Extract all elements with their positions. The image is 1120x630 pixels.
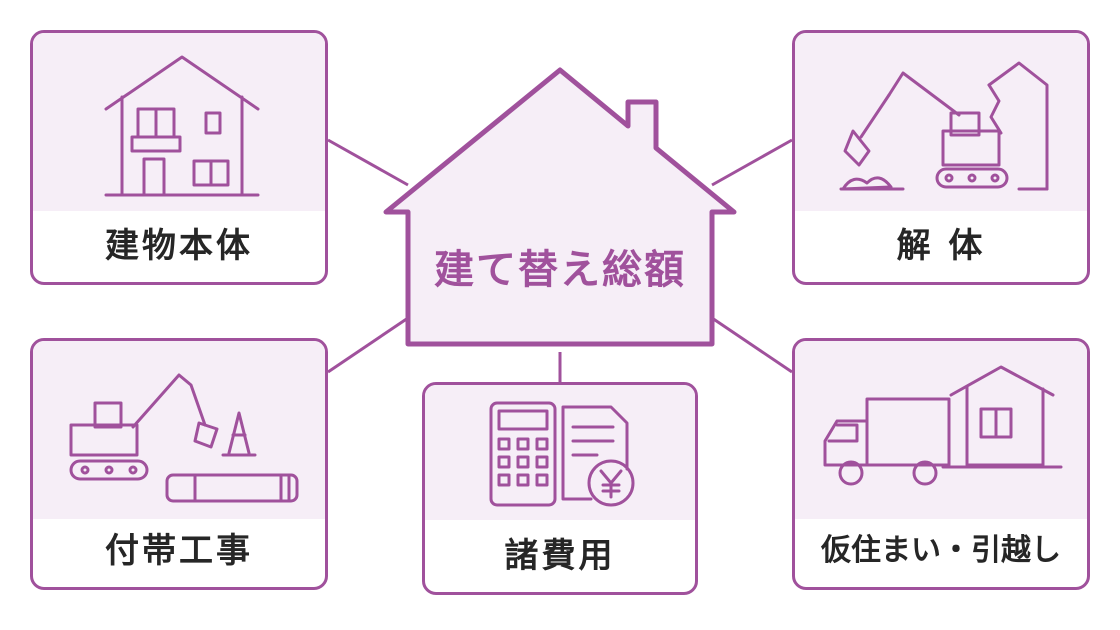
card-expenses: 諸費用 (422, 382, 698, 595)
card-art (33, 33, 325, 211)
card-label-building: 建物本体 (105, 225, 253, 266)
truck-house-icon (823, 365, 1063, 486)
center-title: 建て替え総額 (434, 247, 686, 293)
card-building: 建物本体 (30, 30, 328, 285)
connector-relocation (711, 316, 793, 374)
center-house-icon (383, 67, 737, 347)
card-label-ancillary: 付帯工事 (105, 530, 253, 571)
house-icon (104, 55, 260, 197)
card-relocation: 仮住まい・引越し (792, 338, 1090, 590)
card-art (425, 385, 695, 520)
connector-ancillary (327, 316, 409, 374)
calculator-yen-icon (489, 401, 635, 507)
card-demolition: 解 体 (792, 30, 1090, 285)
card-art (795, 33, 1087, 211)
connector-demolition (711, 138, 793, 187)
card-label-relocation: 仮住まい・引越し (821, 533, 1061, 568)
card-art (795, 341, 1087, 519)
connector-building (327, 138, 409, 187)
card-label-demolition: 解 体 (896, 225, 986, 266)
card-art (33, 341, 325, 519)
excavator-demolition-icon (839, 61, 1049, 191)
card-ancillary: 付帯工事 (30, 338, 328, 590)
excavator-pipe-icon (69, 373, 299, 503)
card-label-expenses: 諸費用 (504, 535, 616, 576)
